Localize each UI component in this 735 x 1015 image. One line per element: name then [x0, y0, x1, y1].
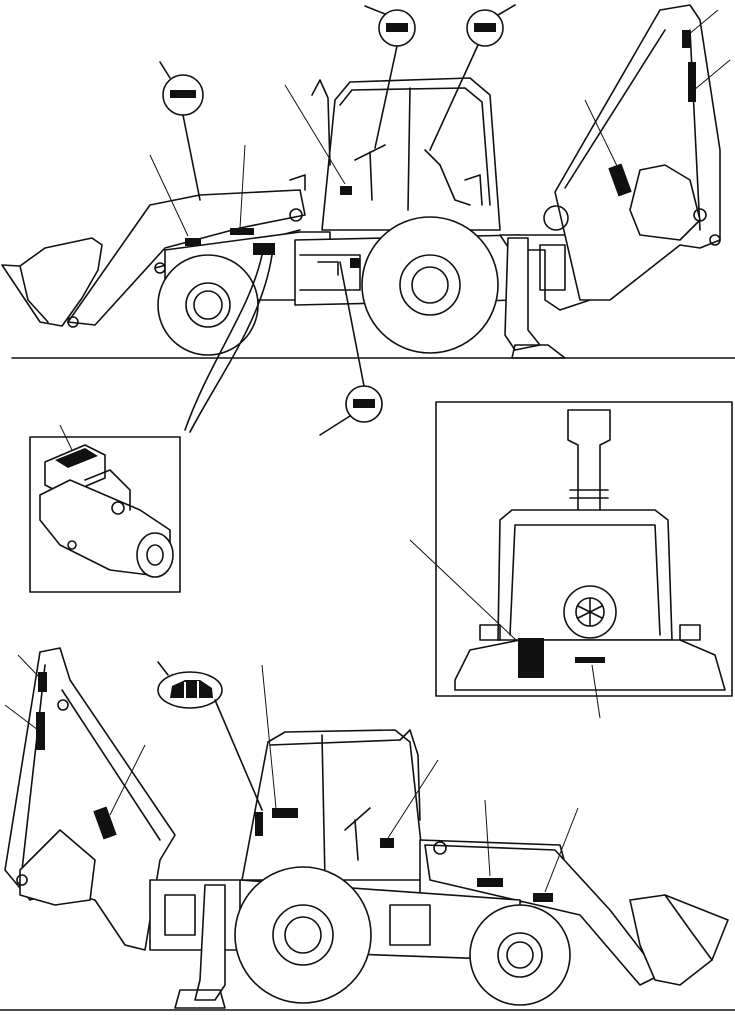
rear-wheel — [361, 216, 499, 354]
decal-loader-arm-2 — [230, 228, 254, 235]
leader-4 — [584, 99, 619, 169]
exhaust-stack — [311, 79, 331, 166]
leader-right-2 — [4, 704, 39, 731]
decal-starter — [55, 448, 98, 468]
leader-6 — [693, 59, 731, 91]
leader-starter — [184, 254, 263, 431]
decal-hood — [253, 243, 275, 255]
decal-step — [350, 258, 360, 268]
backhoe-boom — [554, 4, 721, 301]
leader-3 — [284, 84, 346, 185]
leader-starter-decal — [59, 424, 73, 451]
decal-loader-arm-1 — [185, 238, 201, 246]
decal-boom-top-2 — [688, 62, 696, 102]
callout-circle-2 — [364, 5, 416, 149]
leader-1 — [149, 154, 189, 237]
callout-circle-1 — [159, 61, 204, 201]
callout-oval — [157, 661, 263, 811]
callout-circle-3 — [429, 4, 516, 151]
right-cab — [241, 729, 426, 881]
decal-right-boom-2 — [36, 712, 45, 750]
callout-circle-4 — [319, 261, 383, 436]
front-wheel — [157, 254, 259, 356]
decal-cab-side — [272, 808, 298, 818]
leader-right-6 — [484, 799, 491, 877]
leader-right-5 — [387, 759, 439, 839]
decal-cab-front — [340, 186, 352, 195]
leader-right-3 — [109, 744, 146, 816]
right-front-bucket — [629, 894, 729, 986]
loader-arm — [67, 189, 306, 326]
right-stabilizer-leg — [194, 884, 226, 1001]
cab — [321, 77, 501, 231]
leader-cab-rear-center — [591, 664, 601, 719]
rear-cab-inset — [409, 401, 733, 719]
right-front-wheel — [469, 904, 571, 1006]
left-side-view — [1, 4, 735, 436]
leader-2 — [239, 144, 246, 229]
leader-5 — [687, 9, 719, 36]
decal-boom-lower — [608, 163, 632, 197]
decal-cab-side-vertical — [255, 812, 263, 836]
inset-frame-cab — [435, 401, 733, 697]
stabilizer-leg — [504, 237, 541, 351]
right-backhoe-bucket — [19, 829, 96, 906]
leader-cab-rear-left — [409, 539, 517, 641]
decal-cab-rear-left — [518, 638, 544, 678]
leader-right-4 — [261, 664, 277, 809]
decal-right-boom-1 — [38, 672, 47, 692]
backhoe-bucket — [629, 164, 701, 241]
inset-frame-starter — [29, 436, 181, 593]
right-rear-wheel — [234, 866, 372, 1004]
leader-right-7 — [544, 807, 579, 893]
decal-cab-rear-center — [575, 657, 605, 663]
decal-right-loader-arm — [533, 893, 553, 902]
decal-right-hood — [477, 878, 503, 887]
decal-cab-front-right — [380, 838, 394, 848]
decal-right-boom-3 — [93, 806, 117, 840]
front-bucket — [1, 237, 103, 327]
decal-boom-top-1 — [682, 30, 690, 48]
starter-motor-inset — [29, 424, 181, 593]
leader-right-1 — [17, 654, 41, 679]
right-side-view — [0, 647, 735, 1011]
